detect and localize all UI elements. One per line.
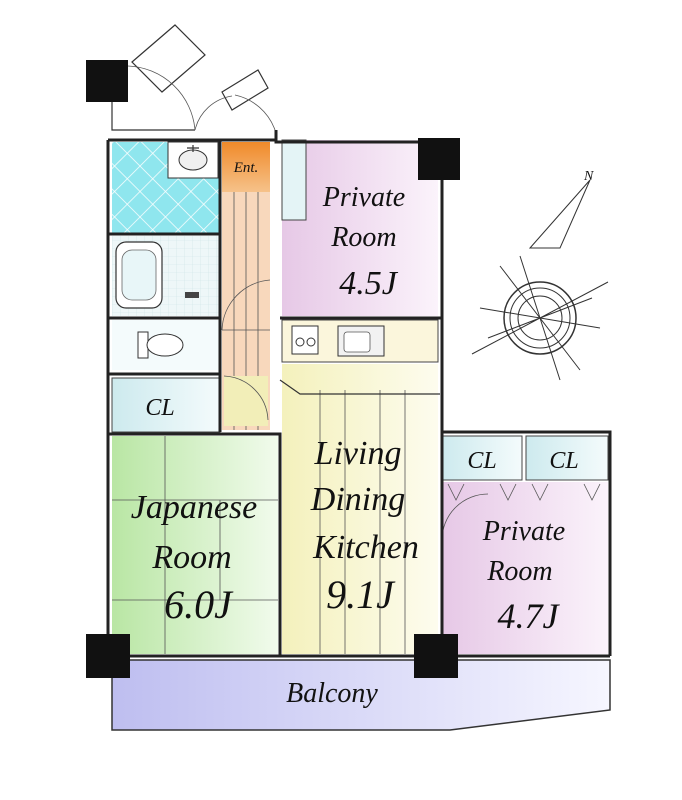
hall-storage (224, 376, 268, 426)
ldk-floor (282, 364, 438, 654)
japanese-room-floor (112, 436, 278, 654)
ldk-label-1: Living (314, 435, 402, 472)
hall-door-swing[interactable] (221, 279, 271, 331)
kitchen-sink-icon (337, 325, 385, 357)
bathtub-icon (115, 241, 163, 309)
private-room-north-floor (282, 140, 438, 316)
ldk-label-2: Dining (310, 481, 405, 518)
japanese-room-label-1: Japanese (131, 489, 258, 526)
ldk-label-3: Kitchen (312, 529, 419, 566)
north-compass-icon: N (471, 169, 609, 381)
entrance-area (222, 142, 270, 192)
private-room-south-label-2: Room (486, 556, 552, 587)
entrance-label: Ent. (233, 160, 259, 176)
walls (106, 130, 612, 660)
balcony-area (111, 659, 611, 731)
bath-faucet-icon (185, 292, 199, 298)
closet-south-2-label: CL (549, 448, 578, 474)
closet-south-1-area (441, 435, 523, 481)
entrance-doors[interactable] (111, 24, 276, 131)
closet-south-2-area (525, 435, 609, 481)
japanese-room-label-2: Room (151, 539, 231, 576)
private-room-north-size: 4.5J (339, 265, 399, 302)
closet-south-1-label: CL (467, 448, 496, 474)
private-room-north-label-2: Room (330, 222, 396, 253)
ldk-size: 9.1J (326, 572, 396, 617)
compass-north-label: N (583, 169, 594, 184)
japanese-room-size: 6.0J (164, 582, 234, 627)
balcony-label: Balcony (286, 678, 378, 709)
private-room-south-floor (442, 482, 608, 654)
private-room-north-label-1: Private (322, 182, 405, 213)
stove-icon (291, 325, 319, 355)
north-room-closet (281, 139, 307, 221)
closet-west-label: CL (145, 395, 174, 421)
private-room-south-size: 4.7J (498, 596, 561, 636)
sink-icon (167, 141, 219, 179)
toilet-icon (137, 331, 184, 359)
closet-west-area (111, 377, 221, 433)
private-room-south-label-1: Private (482, 516, 565, 547)
closet-doors[interactable] (447, 483, 601, 501)
structural-pillars (86, 60, 460, 678)
